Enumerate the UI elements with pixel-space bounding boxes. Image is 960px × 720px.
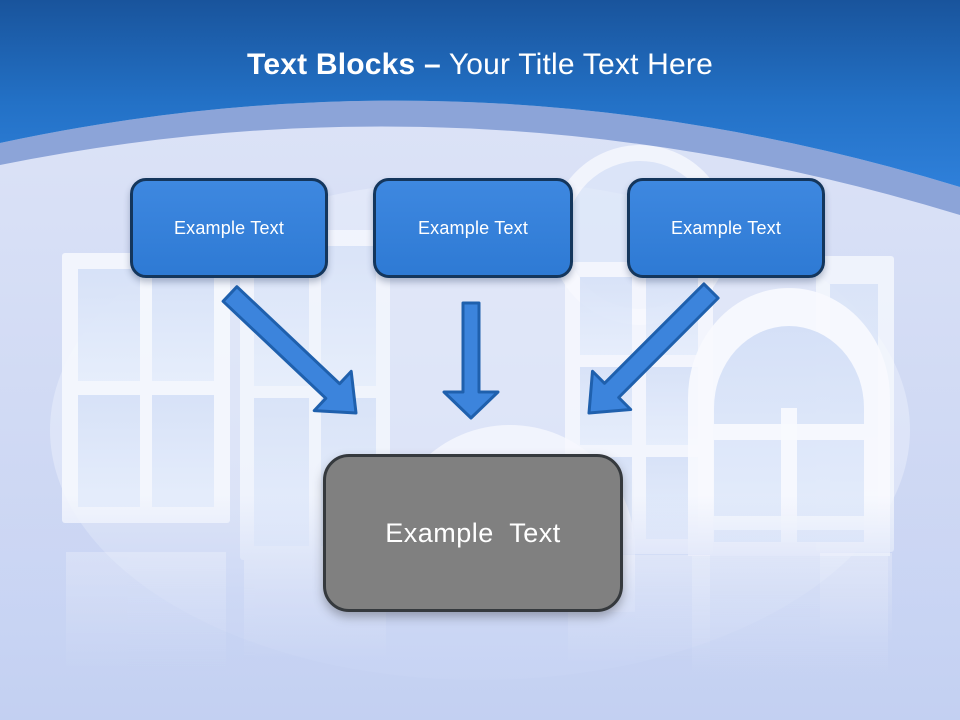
header-curve — [0, 0, 960, 187]
text-block-2-label: Example Text — [417, 217, 529, 238]
text-block-1-label: Example Text — [173, 217, 285, 238]
slide-title-rest: Your Title Text Here — [440, 48, 713, 81]
text-block-3: Example Text — [627, 178, 825, 278]
text-block-1: Example Text — [130, 178, 328, 278]
header-curve-band — [0, 100, 960, 215]
result-block: Example Text — [323, 454, 623, 612]
window-arched — [688, 288, 890, 556]
text-block-3-label: Example Text — [670, 217, 782, 238]
slide-title: Text Blocks – Your Title Text Here — [0, 48, 960, 82]
result-block-label: Example Text — [385, 517, 561, 548]
slide-title-emphasis: Text Blocks – — [247, 48, 441, 81]
window-left — [62, 253, 230, 523]
text-block-2: Example Text — [373, 178, 573, 278]
